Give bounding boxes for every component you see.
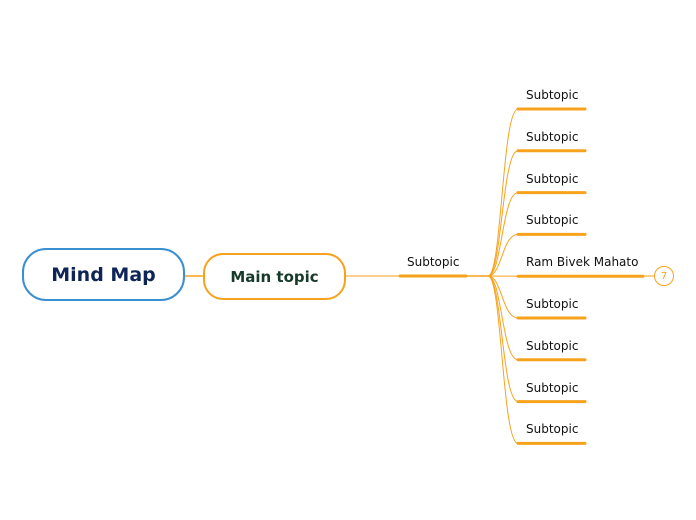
leaf-connector <box>487 108 519 277</box>
main-topic-label: Main topic <box>230 267 319 286</box>
collapsed-count-label: 7 <box>660 270 668 282</box>
leaf-topic-node[interactable]: Subtopic <box>526 88 579 102</box>
leaf-topic-node[interactable]: Subtopic <box>526 129 579 144</box>
collapsed-count-badge[interactable]: 7 <box>654 266 674 286</box>
leaf-connector <box>487 275 519 444</box>
leaf-connectors <box>487 107 645 445</box>
leaf-topic-node[interactable]: Subtopic <box>526 297 579 311</box>
leaf-topic-node[interactable]: Subtopic <box>526 338 579 353</box>
main-topic-node[interactable]: Main topic <box>203 253 346 300</box>
subtopic-node[interactable]: Subtopic <box>407 255 460 269</box>
leaf-connector <box>487 275 519 403</box>
leaf-topic-node[interactable]: Subtopic <box>526 422 579 437</box>
leaf-connector <box>487 192 519 277</box>
leaf-topic-node[interactable]: Subtopic <box>526 213 579 228</box>
leaf-connector <box>487 233 519 277</box>
leaf-connector <box>487 275 519 361</box>
leaf-connector <box>487 275 519 319</box>
central-topic-node[interactable]: Mind Map <box>22 248 185 301</box>
leaf-topic-node[interactable]: Ram Bivek Mahato <box>526 255 639 270</box>
leaf-topic-node[interactable]: Subtopic <box>526 380 579 395</box>
central-topic-label: Mind Map <box>51 263 156 286</box>
leaf-topic-node[interactable]: Subtopic <box>526 171 579 186</box>
leaf-connector <box>487 150 519 277</box>
